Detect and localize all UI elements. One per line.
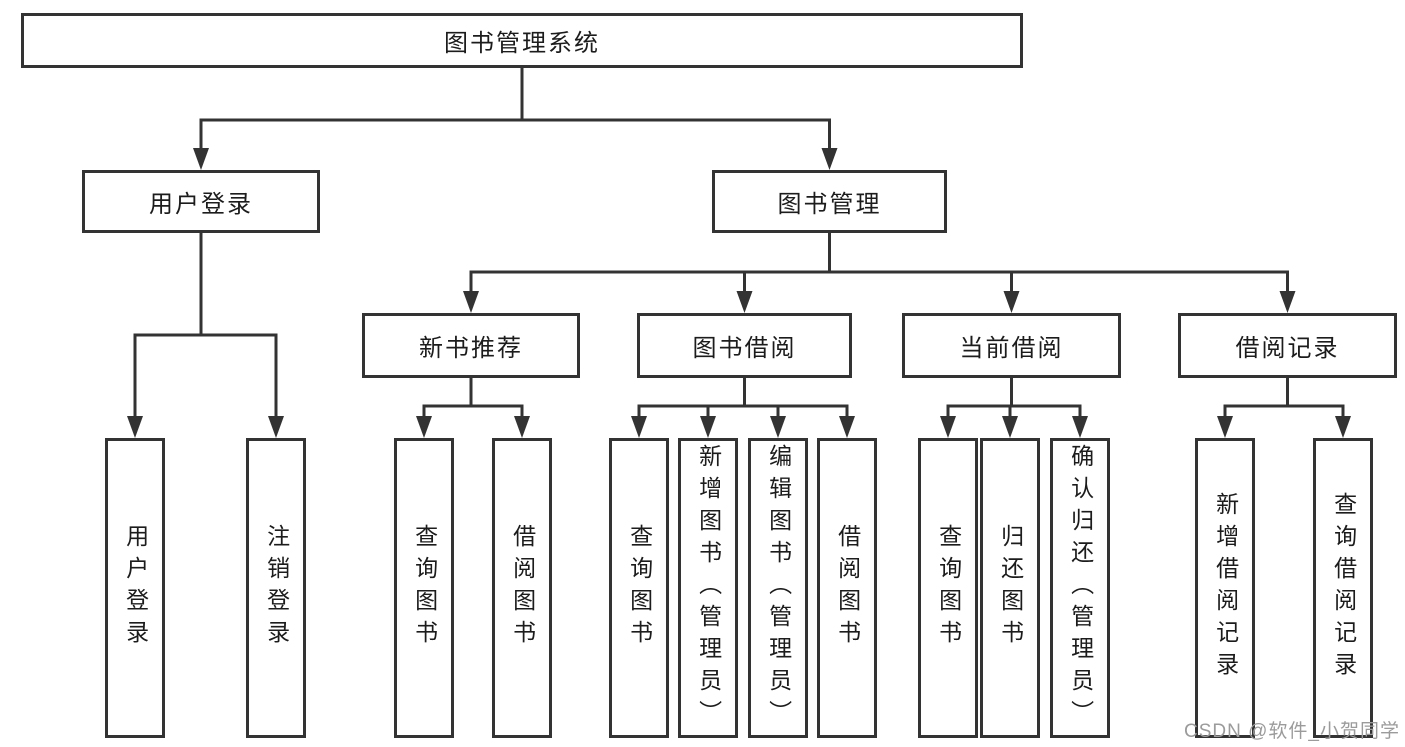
node-label-cb-query: 查询图书 — [935, 524, 962, 652]
node-label-logout: 注销登录 — [263, 524, 290, 652]
node-label-cb-confirm: 确认归还（管理员） — [1067, 444, 1094, 732]
arrowhead — [940, 416, 956, 438]
arrowhead — [1003, 291, 1020, 313]
node-logout: 注销登录 — [246, 438, 306, 738]
node-nr-query: 查询图书 — [394, 438, 454, 738]
node-label-new-rec: 新书推荐 — [419, 335, 523, 362]
node-cur-borrow: 当前借阅 — [902, 313, 1121, 378]
node-label-borrow-rec: 借阅记录 — [1235, 335, 1340, 362]
arrowhead — [821, 148, 838, 170]
node-book-borrow: 图书借阅 — [637, 313, 852, 378]
node-label-user-login: 用户登录 — [149, 191, 253, 218]
node-bb-add: 新增图书（管理员） — [678, 438, 738, 738]
node-label-bb-borrow: 借阅图书 — [834, 524, 861, 652]
node-label-cb-return: 归还图书 — [997, 524, 1024, 652]
node-label-bb-add: 新增图书（管理员） — [695, 444, 722, 732]
node-root: 图书管理系统 — [21, 13, 1023, 68]
arrowhead — [770, 416, 786, 438]
node-label-bb-edit: 编辑图书（管理员） — [765, 444, 792, 732]
node-cb-confirm: 确认归还（管理员） — [1050, 438, 1110, 738]
node-nr-borrow: 借阅图书 — [492, 438, 552, 738]
node-label-br-add: 新增借阅记录 — [1212, 492, 1239, 684]
arrowhead — [463, 291, 479, 313]
node-book-mgmt: 图书管理 — [712, 170, 947, 233]
node-login: 用户登录 — [105, 438, 165, 738]
node-bb-query: 查询图书 — [609, 438, 669, 738]
node-label-nr-borrow: 借阅图书 — [509, 524, 536, 652]
node-label-bb-query: 查询图书 — [626, 524, 653, 652]
node-label-login: 用户登录 — [122, 524, 149, 652]
arrowhead — [1002, 416, 1018, 438]
arrowhead — [736, 291, 753, 313]
arrowhead — [193, 148, 209, 170]
node-bb-borrow: 借阅图书 — [817, 438, 877, 738]
watermark: CSDN @软件_小贺同学 — [1184, 721, 1400, 742]
arrowhead — [631, 416, 647, 438]
node-new-rec: 新书推荐 — [362, 313, 580, 378]
arrowhead — [839, 416, 855, 438]
node-label-root: 图书管理系统 — [444, 30, 600, 57]
node-user-login: 用户登录 — [82, 170, 320, 233]
node-br-add: 新增借阅记录 — [1195, 438, 1255, 738]
node-br-query: 查询借阅记录 — [1313, 438, 1373, 738]
arrowhead — [514, 416, 530, 438]
node-label-br-query: 查询借阅记录 — [1330, 492, 1357, 684]
arrowhead — [1335, 416, 1351, 438]
node-label-nr-query: 查询图书 — [411, 524, 438, 652]
arrowhead — [1217, 416, 1233, 438]
arrowhead — [416, 416, 432, 438]
node-label-book-borrow: 图书借阅 — [692, 335, 797, 362]
arrowhead — [1279, 291, 1296, 313]
node-cb-return: 归还图书 — [980, 438, 1040, 738]
arrowhead — [268, 416, 284, 438]
node-borrow-rec: 借阅记录 — [1178, 313, 1397, 378]
node-bb-edit: 编辑图书（管理员） — [748, 438, 808, 738]
node-label-book-mgmt: 图书管理 — [777, 191, 882, 218]
arrowhead — [1072, 416, 1088, 438]
arrowhead — [700, 416, 716, 438]
node-cb-query: 查询图书 — [918, 438, 978, 738]
arrowhead — [127, 416, 143, 438]
node-label-cur-borrow: 当前借阅 — [959, 335, 1064, 362]
